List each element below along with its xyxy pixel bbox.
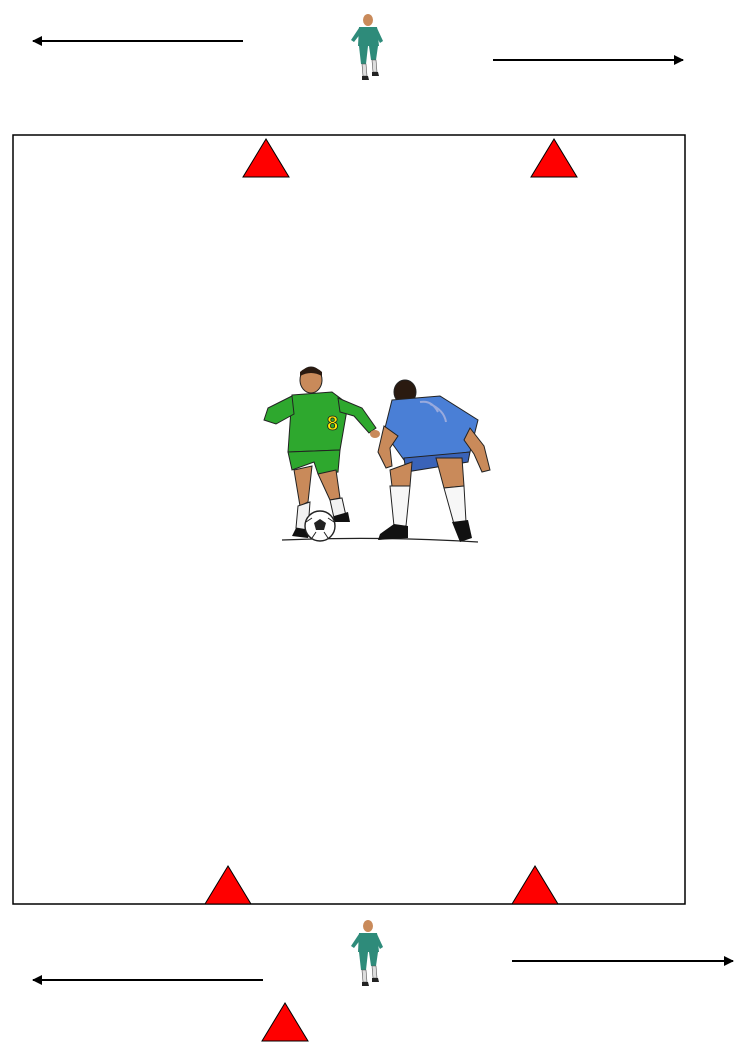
defender-figure xyxy=(378,380,490,542)
attacker-shirt-number: 8 xyxy=(327,413,338,435)
cone-icon-bottom-right xyxy=(512,866,558,904)
cone-icon-bottom-left xyxy=(205,866,251,904)
cone-icon-top-right xyxy=(531,139,577,177)
top-goalkeeper-icon xyxy=(351,14,383,80)
soccer-ball-icon xyxy=(305,511,335,541)
cone-icon-top-left xyxy=(243,139,289,177)
bottom-goalkeeper-icon xyxy=(351,920,383,986)
players-dueling-icon: 8 xyxy=(264,367,490,542)
cone-icon-bottom-outside xyxy=(262,1003,308,1041)
